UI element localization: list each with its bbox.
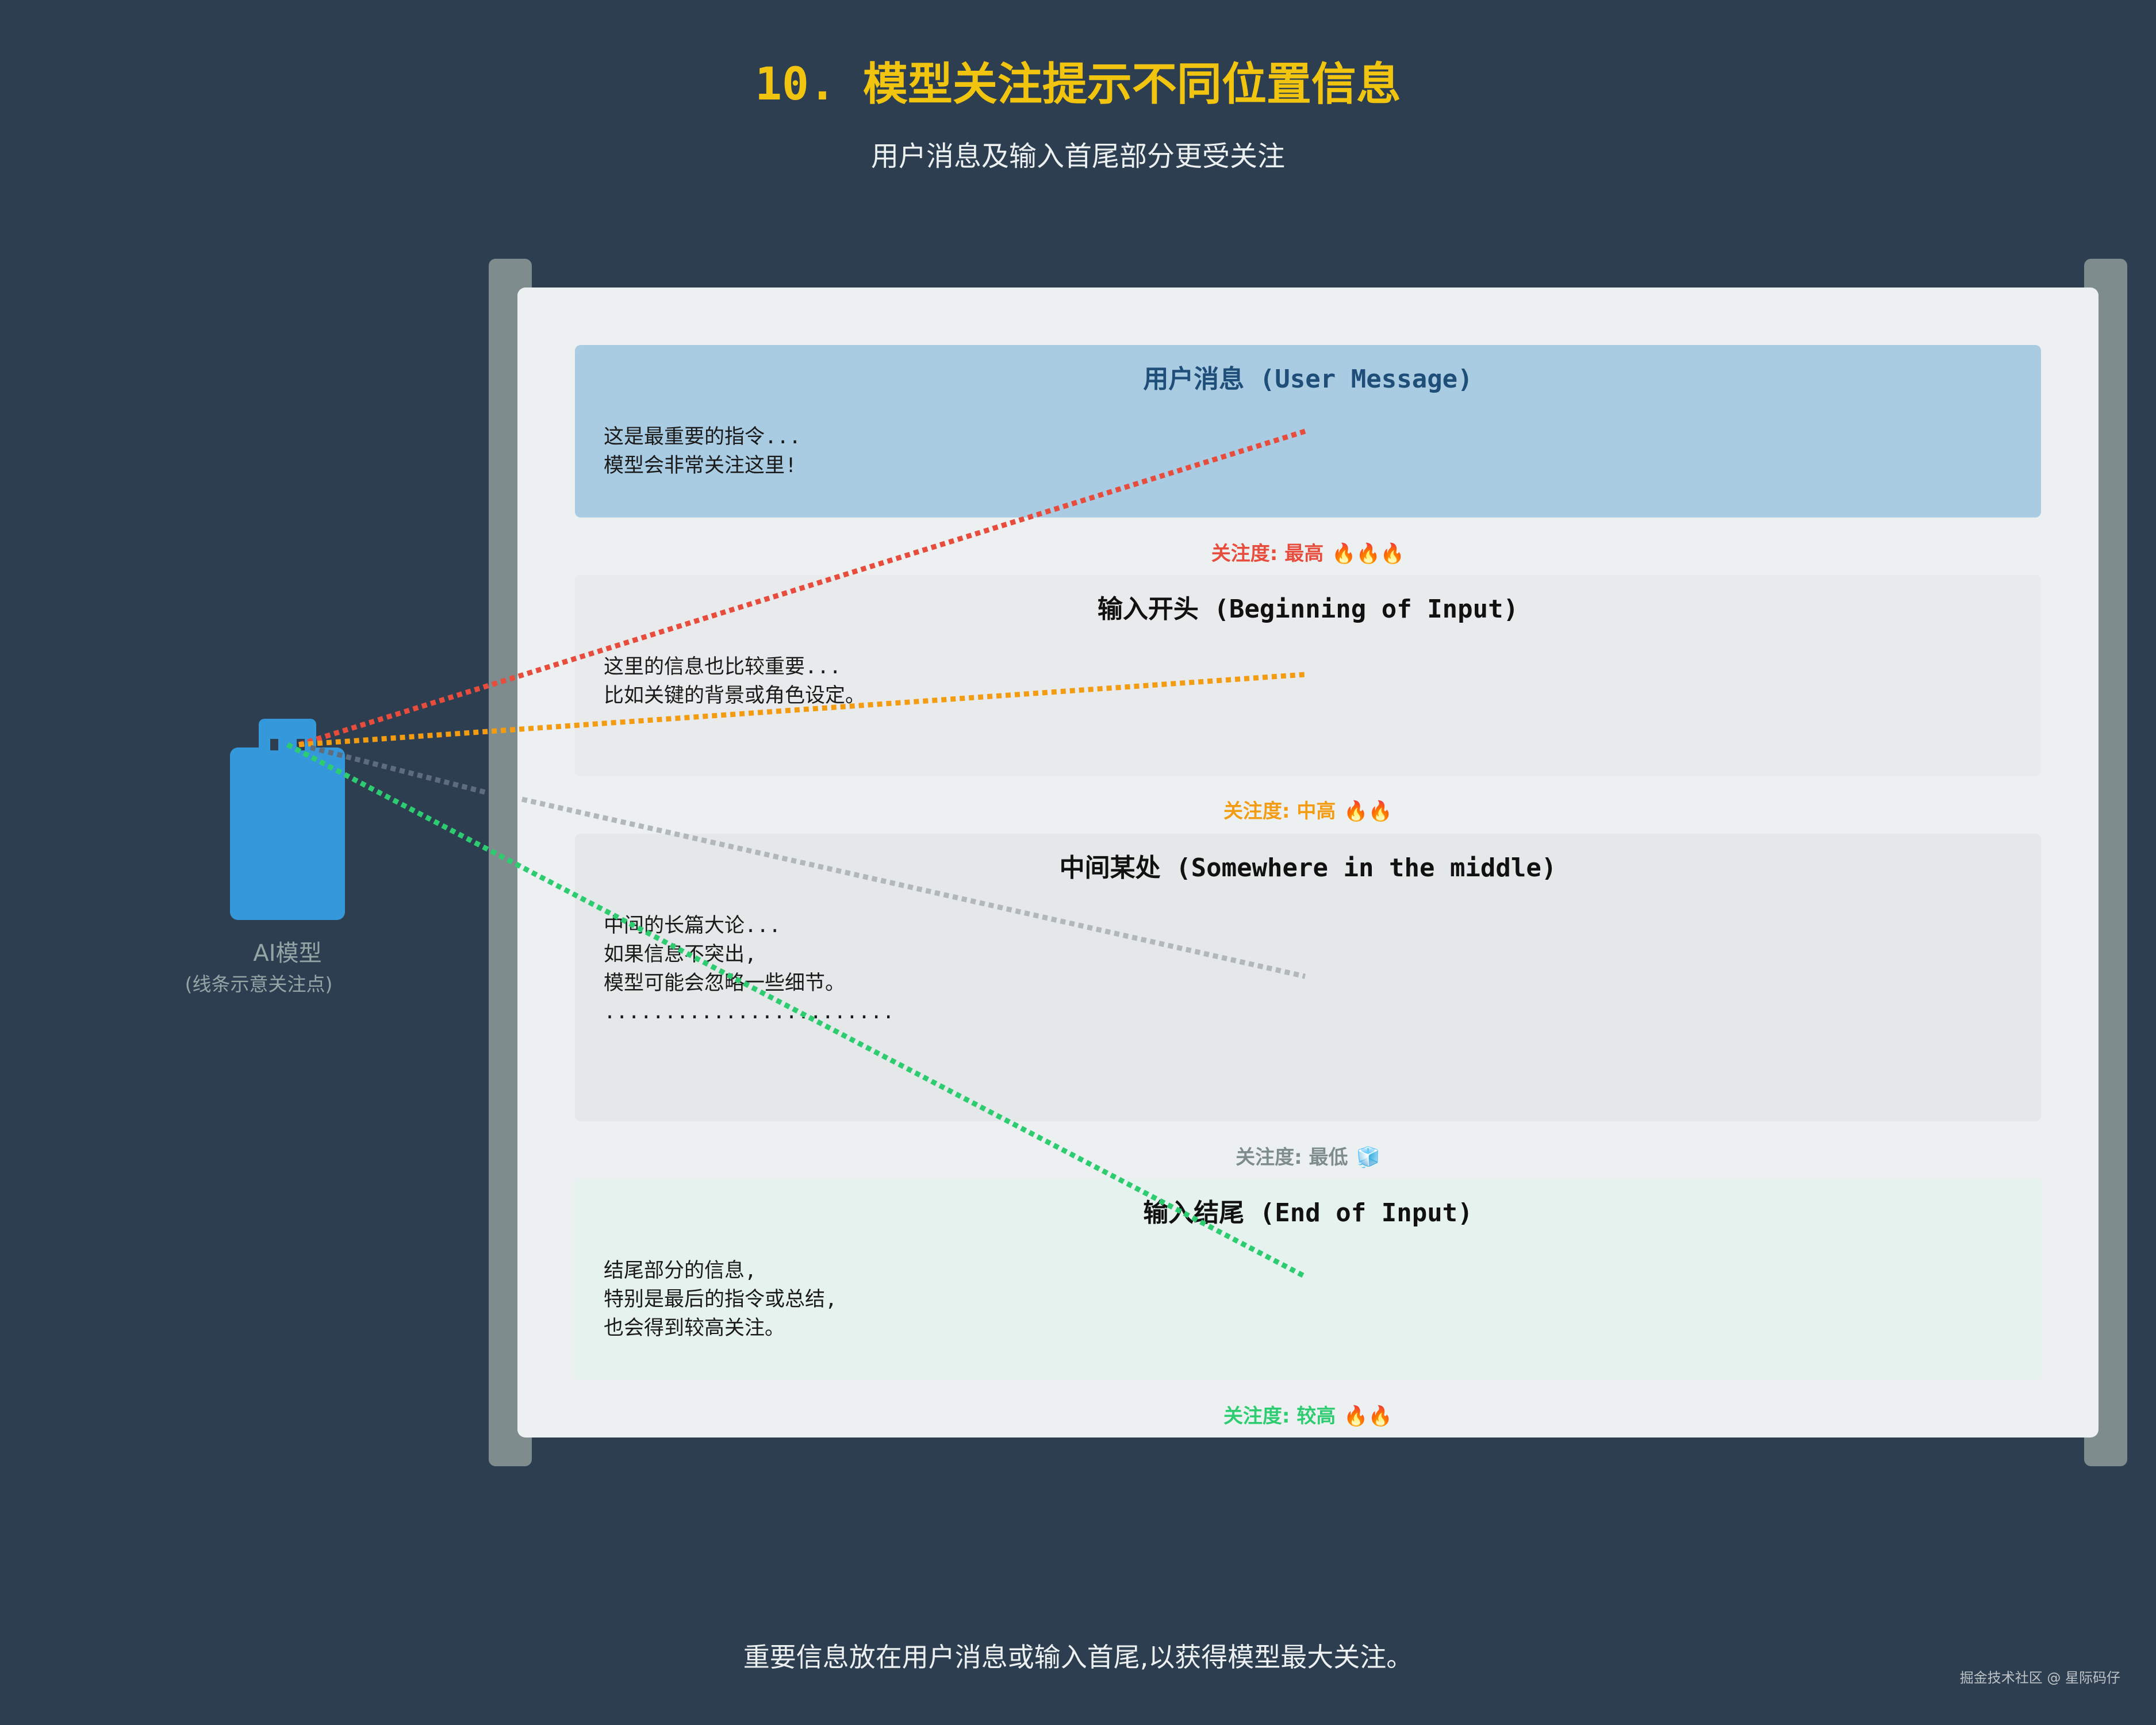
section-line: 也会得到较高关注。: [604, 1317, 785, 1340]
section-heading: 输入结尾 (End of Input): [1143, 1198, 1473, 1228]
attention-line-beginning: [298, 672, 1306, 747]
section-line: ........................: [604, 1000, 895, 1023]
robot-body-icon: [230, 747, 345, 920]
section-line: 结尾部分的信息,: [604, 1259, 757, 1282]
fire-icon: 🔥🔥: [1344, 1405, 1393, 1428]
attention-line-middle-far: [521, 796, 1306, 979]
page-title: 10. 模型关注提示不同位置信息: [755, 59, 1401, 110]
section-heading: 输入开头 (Beginning of Input): [1097, 595, 1519, 624]
fire-icon: 🔥🔥🔥: [1332, 542, 1405, 565]
attention-label-end: 关注度: 较高 🔥🔥: [575, 1402, 2041, 1431]
attention-line-end: [286, 742, 1307, 1279]
attention-label-middle: 关注度: 最低 🧊: [575, 1143, 2041, 1172]
attention-label-beginning: 关注度: 中高 🔥🔥: [575, 797, 2041, 826]
section-line: 模型会非常关注这里!: [604, 454, 797, 477]
watermark: 掘金技术社区 @ 星际码仔: [1959, 1670, 2120, 1686]
section-line: 如果信息不突出,: [604, 943, 757, 966]
section-line: 比如关键的背景或角色设定。: [604, 684, 866, 707]
attention-text: 关注度: 最高: [1211, 542, 1324, 565]
section-end-of-input: 输入结尾 (End of Input) 结尾部分的信息, 特别是最后的指令或总结…: [575, 1179, 2041, 1380]
section-line: 特别是最后的指令或总结,: [604, 1288, 838, 1311]
attention-line-middle-near: [309, 745, 487, 795]
section-beginning-of-input: 输入开头 (Beginning of Input) 这里的信息也比较重要... …: [575, 575, 2041, 776]
section-text: 这里的信息也比较重要... 比如关键的背景或角色设定。: [604, 653, 865, 710]
ai-model-label: AI模型: [253, 940, 322, 967]
fire-icon: 🔥🔥: [1344, 800, 1393, 823]
section-line: 这里的信息也比较重要...: [604, 656, 842, 678]
attention-text: 关注度: 较高: [1223, 1405, 1336, 1428]
attention-text: 关注度: 最低: [1236, 1146, 1348, 1169]
section-line: 这是最重要的指令...: [604, 425, 801, 448]
section-heading: 用户消息 (User Message): [1143, 365, 1473, 394]
section-text: 这是最重要的指令... 模型会非常关注这里!: [604, 423, 801, 480]
attention-label-user: 关注度: 最高 🔥🔥🔥: [575, 539, 2041, 568]
ai-model-sublabel: (线条示意关注点): [185, 973, 333, 995]
section-text: 结尾部分的信息, 特别是最后的指令或总结, 也会得到较高关注。: [604, 1256, 837, 1343]
robot-eye-icon: [270, 739, 278, 750]
section-line: 模型可能会忽略一些细节。: [604, 972, 846, 995]
footer-note: 重要信息放在用户消息或输入首尾,以获得模型最大关注。: [743, 1642, 1413, 1673]
section-middle: 中间某处 (Somewhere in the middle) 中间的长篇大论..…: [575, 834, 2041, 1121]
attention-line-user: [298, 428, 1306, 747]
section-user-message: 用户消息 (User Message) 这是最重要的指令... 模型会非常关注这…: [575, 345, 2041, 518]
section-text: 中间的长篇大论... 如果信息不突出, 模型可能会忽略一些细节。 .......…: [604, 911, 895, 1026]
page-subtitle: 用户消息及输入首尾部分更受关注: [870, 140, 1285, 172]
attention-text: 关注度: 中高: [1223, 800, 1336, 823]
ice-cube-icon: 🧊: [1356, 1146, 1380, 1169]
section-heading: 中间某处 (Somewhere in the middle): [1059, 853, 1557, 883]
